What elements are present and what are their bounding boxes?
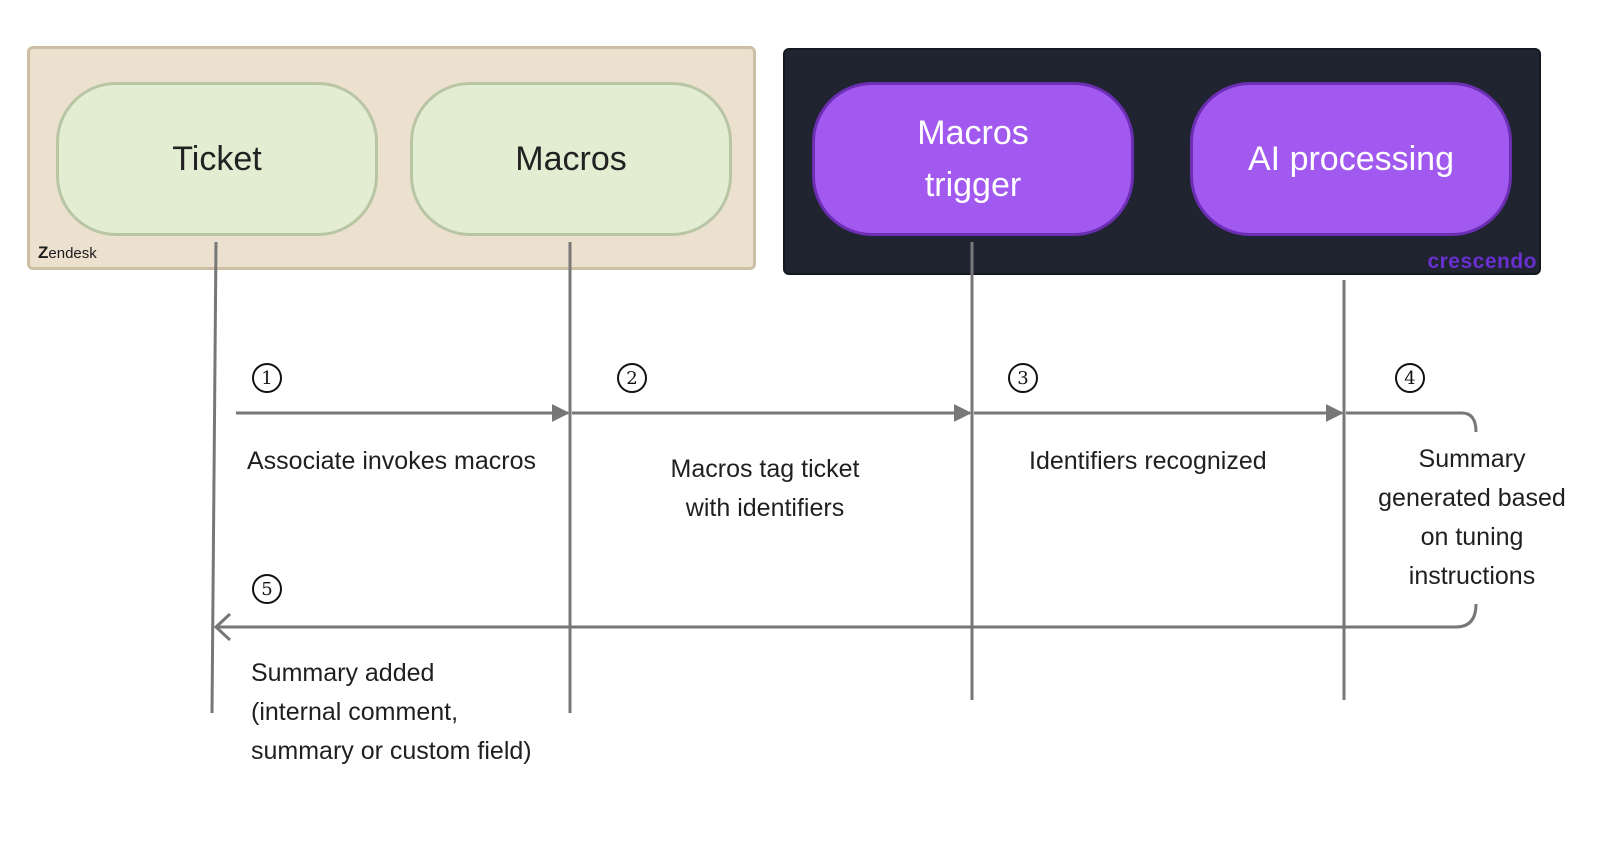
crescendo-logo: crescendo [1427, 250, 1537, 273]
lifeline-ticket [210, 241, 218, 714]
step-label-3: Identifiers recognized [1029, 447, 1267, 475]
step-label-5: Summary added (internal comment, summary… [251, 659, 532, 765]
arrow-step-5 [217, 603, 1478, 629]
step-number-3: 3 [1008, 363, 1038, 393]
macros-trigger-node: Macros trigger [812, 82, 1134, 236]
step-number-5: 5 [252, 574, 282, 604]
zendesk-logo-text: endesk [48, 244, 97, 262]
step-label-2: Macros tag ticket with identifiers [670, 455, 860, 522]
ticket-node: Ticket [56, 82, 378, 236]
zendesk-logo-mark: Z [38, 243, 48, 262]
arrow-step-5-head [213, 612, 232, 642]
step-number-4: 4 [1395, 363, 1425, 393]
macros-node: Macros [410, 82, 732, 236]
step-label-4: Summary generated based on tuning instru… [1378, 445, 1566, 590]
step-number-2: 2 [617, 363, 647, 393]
ai-processing-node: AI processing [1190, 82, 1512, 236]
step-number-1: 1 [252, 363, 282, 393]
arrow-step-4 [1346, 411, 1478, 433]
step-label-1: Associate invokes macros [247, 447, 537, 475]
